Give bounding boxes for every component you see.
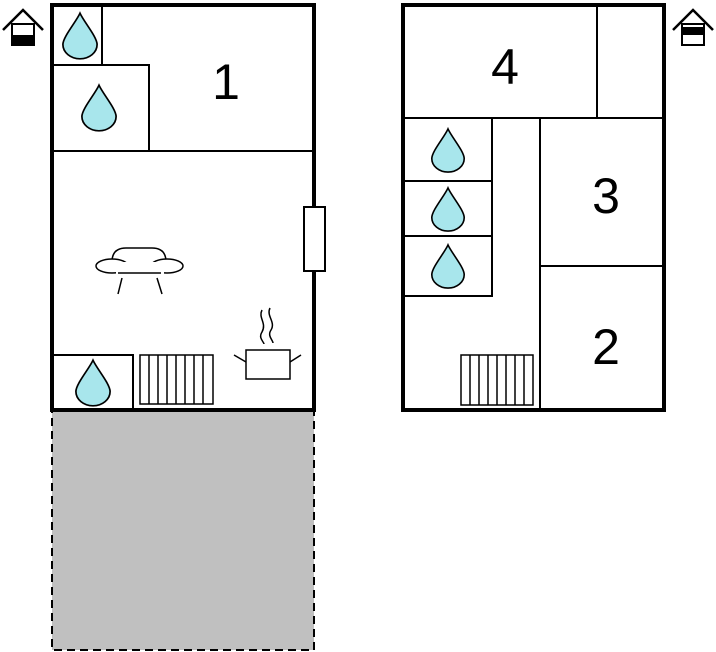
room-3-label: 3 <box>592 168 620 224</box>
water-drop-icon <box>61 12 99 60</box>
sofa-icon <box>95 247 184 295</box>
upper-floor-outer-wall <box>401 3 666 412</box>
water-drop-icon <box>74 359 112 407</box>
window-icon <box>303 206 326 272</box>
water-drop-icon <box>430 127 466 174</box>
ground-floor-plan: 1 <box>2 3 326 651</box>
bathroom-stack-walls <box>403 118 493 297</box>
cooking-pot-icon <box>233 307 302 380</box>
terrace-area <box>51 409 315 651</box>
radiator-icon <box>460 354 534 406</box>
room-2-label: 2 <box>592 319 620 375</box>
room-4-label: 4 <box>491 39 519 95</box>
house-upper-floor-icon <box>672 8 714 46</box>
room-1-label: 1 <box>212 54 240 110</box>
water-drop-icon <box>80 84 118 132</box>
water-drop-icon <box>430 243 466 290</box>
house-ground-floor-icon <box>2 8 44 46</box>
radiator-icon <box>139 354 214 405</box>
shower-room-walls <box>52 64 150 151</box>
bathroom-walls <box>52 354 134 410</box>
upper-floor-plan: 4 3 2 <box>401 3 714 412</box>
water-drop-icon <box>430 186 466 233</box>
